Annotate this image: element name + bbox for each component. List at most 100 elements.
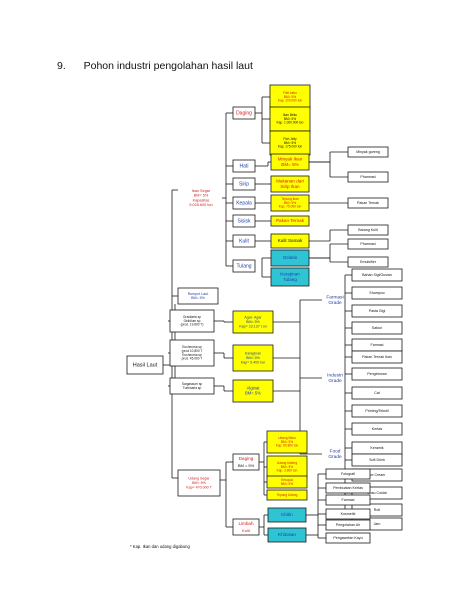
node-label: Pengawetan Kayu bbox=[333, 536, 362, 540]
node-label: Udang Segar bbox=[188, 477, 210, 481]
ikan-end-product-node bbox=[347, 197, 389, 209]
ikan-group-label: 5.025.600 ton bbox=[189, 203, 212, 207]
node-label: BM= 5% bbox=[246, 320, 260, 324]
udang-end-product-node bbox=[325, 532, 371, 544]
node-label: BM= 5% bbox=[192, 481, 206, 485]
udang-end-product-node bbox=[325, 482, 371, 494]
node-label: Sargassum sp bbox=[182, 382, 203, 386]
grade-label: Grade bbox=[328, 300, 342, 306]
mid-product-node bbox=[270, 215, 310, 227]
node-label: Pengeboran bbox=[367, 372, 387, 376]
udang-daging-product-node bbox=[266, 430, 308, 454]
node-label: Jam bbox=[374, 522, 381, 526]
rumput-group-node bbox=[177, 287, 219, 305]
node-label: Fish Jelly bbox=[283, 137, 297, 141]
node-label: Fotografi bbox=[341, 472, 355, 476]
node-label: Kepala bbox=[236, 200, 252, 206]
node-label: Hasil Laut bbox=[133, 362, 158, 368]
node-label: Kap. 75.000 ton bbox=[279, 205, 302, 209]
grade-product-node bbox=[351, 453, 403, 467]
node-label: Hati bbox=[240, 163, 249, 169]
daging-product-node bbox=[269, 130, 311, 156]
section-heading: 9. Pohon industri pengolahan hasil laut bbox=[57, 60, 253, 72]
node-label: Khitin bbox=[281, 512, 293, 517]
udang-end-product-node bbox=[325, 468, 371, 480]
udang-daging-product-node bbox=[266, 475, 308, 489]
node-label: Pakan Ternak Ikan bbox=[362, 355, 392, 359]
node-label: Eucheuma sp bbox=[182, 353, 202, 357]
node-label: Agar- Agar bbox=[244, 316, 262, 320]
node-label: Farmasi bbox=[342, 498, 355, 502]
node-label: Eucheuma sp bbox=[182, 345, 202, 349]
node-label: Kap. 3.800 ton bbox=[277, 469, 298, 473]
udang-group-node bbox=[177, 469, 221, 497]
udang-product-label: Daging bbox=[239, 456, 254, 461]
node-label: Gracilaria sp bbox=[183, 315, 201, 319]
grade-label: Food bbox=[330, 448, 341, 454]
node-label: Sisisk bbox=[237, 218, 251, 224]
node-label: Pembuatan Kertas bbox=[333, 486, 363, 490]
node-label: Cat bbox=[374, 391, 380, 395]
node-label: Kap. 100.000 ton bbox=[278, 99, 303, 103]
node-label: Tepung Ikan bbox=[281, 197, 299, 201]
node-label: Printing/Tekstil bbox=[365, 409, 388, 413]
node-label: Makanan dari bbox=[276, 178, 304, 183]
udang-product-label: BM = 5% bbox=[238, 463, 255, 468]
node-label: Kertas bbox=[372, 427, 383, 431]
node-label: Sirip Ikan bbox=[280, 184, 300, 189]
ikan-end-product-node bbox=[347, 256, 389, 268]
node-label: Barang Kulit bbox=[358, 228, 378, 232]
grade-label: Farmasi bbox=[326, 294, 343, 300]
grade-product-node bbox=[351, 304, 403, 318]
seaweed-product-node bbox=[232, 344, 274, 372]
node-label: (prod. 19.800 T) bbox=[181, 323, 204, 327]
node-label: Sirip bbox=[239, 181, 249, 187]
node-label: Farmasi bbox=[371, 343, 384, 347]
udang-product-label: Limbah bbox=[238, 521, 254, 526]
node-label: Kap= 5.400 ton bbox=[241, 360, 265, 364]
node-label: Turbinaria sp bbox=[183, 386, 202, 390]
node-label: Kerajinan bbox=[280, 271, 300, 276]
node-label: Kap. 175.000 ton bbox=[278, 145, 303, 149]
grade-label: Grade bbox=[328, 454, 342, 460]
node-label: Tulang bbox=[236, 263, 251, 269]
footnote: * Kap. Ikan dan udang digabung bbox=[130, 544, 191, 549]
node-label: Kap. 1.000.000 ton bbox=[277, 121, 304, 125]
daging-product-node bbox=[269, 106, 311, 132]
grade-label: Industri bbox=[327, 372, 343, 378]
section-title: Pohon industri pengolahan hasil laut bbox=[83, 60, 253, 72]
section-number: 9. bbox=[57, 60, 66, 72]
node-label: Emulsifier bbox=[360, 260, 377, 264]
node-label: Daging bbox=[236, 110, 252, 116]
node-label: Roti bbox=[374, 508, 381, 512]
node-label: Ikan Beku bbox=[283, 113, 297, 117]
node-label: Kerupuk bbox=[281, 478, 293, 482]
node-label: Pharmasi bbox=[360, 175, 375, 179]
grade-product-node bbox=[351, 268, 403, 282]
node-label: Khitosan bbox=[278, 532, 296, 537]
node-label: Gelatin bbox=[283, 255, 298, 260]
node-label: BM= 5% bbox=[281, 162, 299, 167]
grade-label: Grade bbox=[328, 378, 342, 384]
node-label: Pasta Gigi bbox=[369, 309, 386, 313]
node-label: BM= 5% bbox=[284, 95, 296, 99]
ikan-group-label: Kapasitas bbox=[193, 198, 210, 202]
ikan-group-label: BM= 5% bbox=[194, 194, 209, 198]
udang-end-product-node bbox=[325, 508, 371, 520]
udang-end-product-node bbox=[325, 519, 371, 531]
node-label: BM= 5% bbox=[284, 141, 296, 145]
node-label: Karaginan bbox=[245, 352, 261, 356]
seaweed-species-node bbox=[169, 339, 215, 367]
node-label: BM= 5% bbox=[246, 356, 260, 360]
node-label: Ice Cream bbox=[369, 473, 386, 477]
node-label: prod. 45.000 T bbox=[182, 357, 203, 361]
node-label: Tepung Udang bbox=[277, 493, 298, 497]
ikan-end-product-node bbox=[347, 146, 389, 158]
node-label: Sabun bbox=[372, 326, 382, 330]
node-label: Bahan Sigi/Gusian bbox=[362, 273, 392, 277]
node-label: (prod 10.800 T bbox=[182, 349, 203, 353]
node-label: Rumput Laut bbox=[188, 292, 209, 296]
grade-product-node bbox=[351, 367, 403, 381]
node-label: Filet beku bbox=[283, 91, 297, 95]
